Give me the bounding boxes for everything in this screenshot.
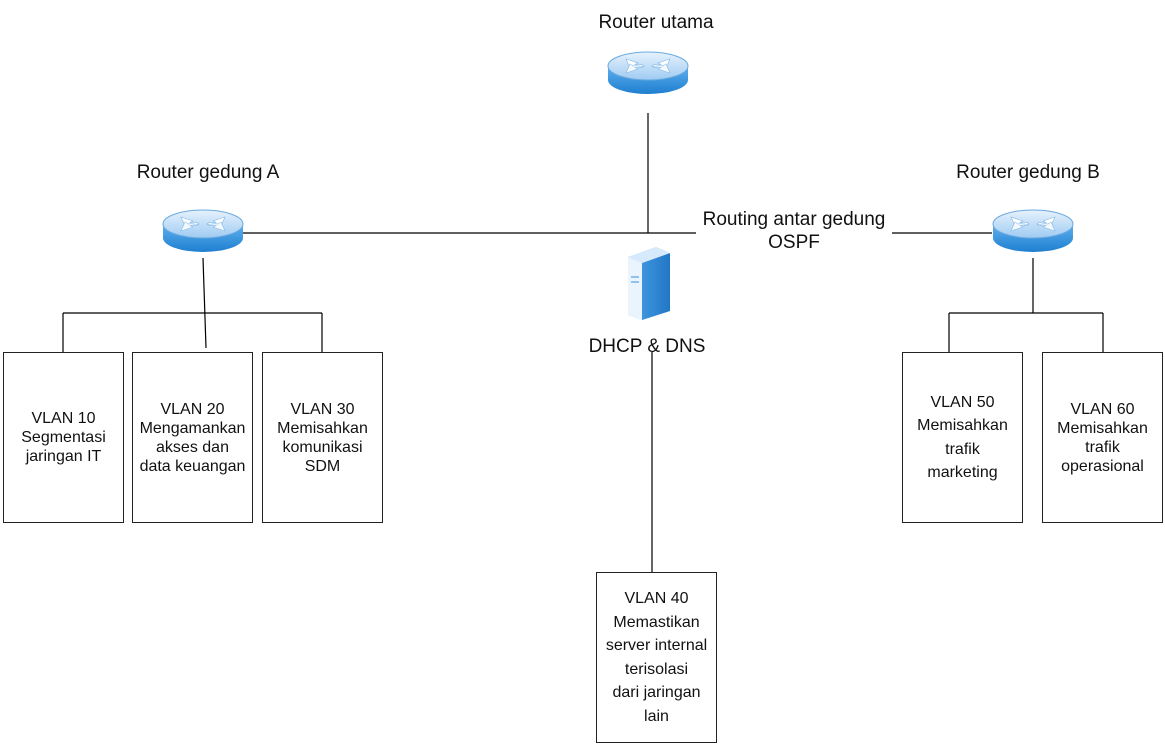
- vlan-id: VLAN 50: [930, 393, 995, 411]
- vlan-desc: Memisahkan: [917, 417, 1008, 434]
- vlan-desc: server internal: [605, 637, 708, 654]
- router-main-label: Router utama: [598, 12, 714, 33]
- vlan-desc: terisolasi: [624, 660, 689, 678]
- vlan-60-box: VLAN 60 Memisahkan trafik operasional: [1042, 352, 1163, 523]
- vlan-40-box: VLAN 40 Memastikan server internal teris…: [596, 572, 717, 743]
- router-b-label: Router gedung B: [956, 162, 1100, 183]
- router-icon: [162, 209, 244, 252]
- router-a-label: Router gedung A: [136, 162, 280, 183]
- vlan-desc: Memisahkan: [277, 419, 368, 437]
- vlan-desc: trafik: [945, 440, 980, 458]
- router-a-drop: [202, 257, 207, 349]
- vlan-id: VLAN 20: [160, 400, 225, 418]
- vlan-id: VLAN 40: [624, 590, 689, 607]
- vlan-desc: operasional: [1061, 457, 1144, 475]
- vlan-desc: komunikasi: [282, 438, 363, 456]
- vlan-desc: Mengamankan: [139, 419, 246, 437]
- vlan-desc: data keuangan: [139, 457, 246, 475]
- vlan-desc: dari jaringan: [612, 684, 701, 701]
- ospf-link-label-line2: OSPF: [768, 232, 820, 253]
- vlan-20-box: VLAN 20 Mengamankan akses dan data keuan…: [132, 352, 253, 523]
- vlan-desc: akses dan: [156, 438, 229, 456]
- vlan-id: VLAN 30: [290, 400, 355, 418]
- vlan-desc: Segmentasi: [21, 429, 106, 446]
- vlan-desc: Memisahkan: [1057, 419, 1148, 437]
- vlan-id: VLAN 10: [31, 410, 96, 427]
- server-icon: [628, 247, 670, 320]
- vlan-50-box: VLAN 50 Memisahkan trafik marketing: [902, 352, 1023, 523]
- server-label: DHCP & DNS: [588, 336, 706, 357]
- vlan-desc: lain: [644, 707, 669, 725]
- vlan-10-box: VLAN 10 Segmentasi jaringan IT: [3, 352, 124, 523]
- vlan-desc: SDM: [304, 457, 341, 475]
- vlan-id: VLAN 60: [1070, 400, 1135, 418]
- vlan-30-box: VLAN 30 Memisahkan komunikasi SDM: [262, 352, 383, 523]
- vlan-desc: marketing: [927, 464, 998, 481]
- vlan-desc: Memastikan: [613, 613, 700, 631]
- vlan-desc: jaringan IT: [25, 448, 102, 465]
- ospf-link-label: Routing antar gedung OSPF: [690, 208, 898, 254]
- ospf-link-label-line1: Routing antar gedung: [702, 209, 886, 230]
- router-icon: [607, 51, 689, 94]
- router-icon: [992, 209, 1074, 252]
- vlan-desc: trafik: [1085, 438, 1120, 456]
